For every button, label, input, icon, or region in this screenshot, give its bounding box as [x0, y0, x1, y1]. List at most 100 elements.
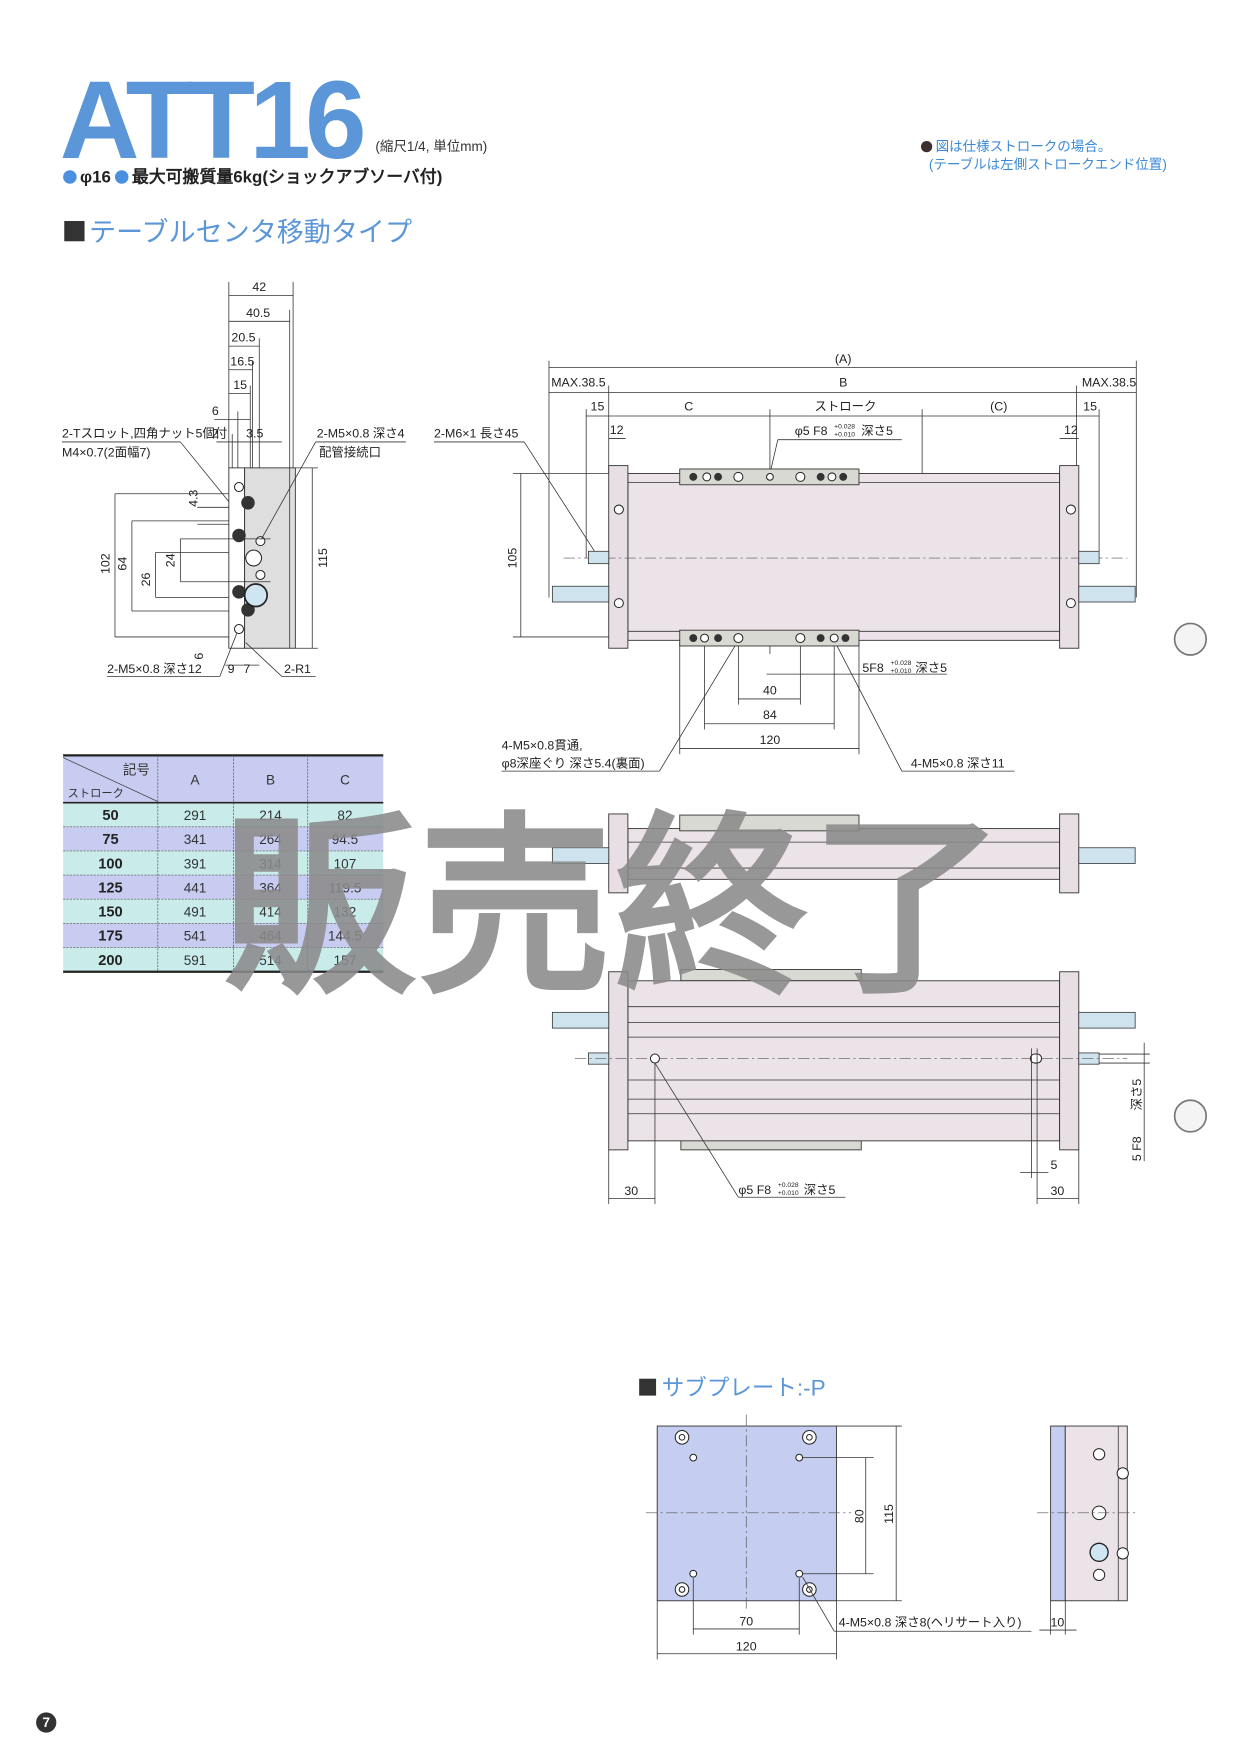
dim-84: 84 [763, 708, 777, 722]
table-corner-stroke: ストローク [68, 787, 124, 800]
dim-6: 6 [212, 404, 219, 418]
dim-9: 9 [228, 662, 235, 676]
dim-3-5: 3.5 [246, 426, 263, 440]
table-cell-c: 94.5 [332, 832, 358, 847]
table-cell-c: 82 [337, 808, 352, 823]
table-row-background [63, 826, 384, 851]
table-header-A: A [191, 773, 200, 788]
bottom-view-drawing: 30 φ5 F8 +0.028 +0.010 深さ5 5 30 5 F8 深さ5 [551, 969, 1150, 1204]
pin-tol-upper: +0.028 [778, 1182, 799, 1189]
dim-max-left: MAX.38.5 [551, 376, 606, 390]
dim-5: 5 [1051, 1158, 1058, 1172]
tolerance-lower: +0.010 [834, 431, 855, 438]
table-corner-symbol: 記号 [123, 761, 150, 777]
table-cell-c: 132 [334, 905, 357, 920]
dim-40: 40 [763, 683, 777, 697]
page-number: 7 [42, 1715, 50, 1730]
radius-label: 2-R1 [284, 662, 311, 676]
bullet-icon [920, 140, 933, 153]
dim-115: 115 [882, 1504, 896, 1524]
table-cell-stroke: 200 [98, 953, 122, 969]
bore-size: φ16 [80, 168, 111, 187]
subplate-tap-label: 4-M5×0.8 深さ8(ヘリサート入り) [839, 1616, 1022, 1630]
note-line-1: 図は仕様ストロークの場合。 [936, 139, 1112, 154]
table-cell-b: 364 [259, 881, 282, 896]
table-cell-b: 264 [259, 832, 282, 847]
dim-C: C [684, 399, 693, 413]
dim-15: 15 [233, 378, 247, 392]
dim-30-right: 30 [1050, 1184, 1064, 1198]
dim-64: 64 [115, 557, 129, 571]
heading-square-icon [639, 1378, 657, 1396]
slot-vertical-depth: 深さ5 [1130, 1079, 1144, 1111]
slot-depth-label: 深さ5 [915, 661, 947, 675]
table-cell-b: 464 [259, 929, 282, 944]
dim-2: 2 [212, 426, 219, 440]
dim-bottom-6: 6 [192, 653, 206, 660]
payload: 最大可搬質量6kg(ショックアブソーバ付) [132, 167, 442, 187]
pin-depth-label: 深さ5 [861, 424, 893, 438]
dim-42: 42 [252, 280, 266, 294]
subplate-drawing: 80 115 70 120 4-M5×0.8 深さ8(ヘリサート入り) 10 [645, 1414, 1139, 1660]
table-cell-a: 591 [184, 953, 207, 968]
top-view-drawing: (A) MAX.38.5 B MAX.38.5 15 C ストローク (C) 1… [434, 352, 1137, 772]
dim-30-left: 30 [624, 1184, 638, 1198]
table-cell-a: 341 [184, 832, 207, 847]
table-row: 175 541 464 144.5 [63, 922, 384, 948]
dim-15-left: 15 [591, 399, 605, 413]
subplate-title: サブプレート:-P [662, 1376, 826, 1401]
table-cell-c: 144.5 [328, 929, 362, 944]
bullet-icon [114, 170, 129, 184]
scale-note: (縮尺1/4, 単位mm) [375, 139, 487, 154]
pin-hole-label: φ5 F8 [795, 424, 828, 438]
port-label-1: 2-M5×0.8 深さ4 [317, 426, 405, 440]
dim-stroke: ストローク [814, 399, 876, 413]
table-cell-stroke: 100 [98, 856, 122, 872]
punch-hole-icon [1173, 622, 1208, 656]
bottom-tap-label: 2-M5×0.8 深さ12 [107, 662, 202, 676]
dim-12-left: 12 [610, 423, 624, 437]
dim-7: 7 [243, 662, 250, 676]
table-header-C: C [340, 773, 350, 788]
dim-24: 24 [164, 553, 178, 567]
discontinued-watermark: 販売終了 [222, 800, 1007, 1017]
table-cell-b: 314 [259, 856, 282, 871]
port-label-2: 配管接続口 [319, 445, 381, 460]
tslot-label-2: M4×0.7(2面幅7) [62, 445, 150, 460]
slot-vertical-label: 5 F8 [1130, 1136, 1144, 1161]
table-row-background [63, 899, 384, 924]
section-title: テーブルセンタ移動タイプ [89, 217, 412, 247]
dim-15-right: 15 [1083, 399, 1097, 413]
table-cell-stroke: 50 [102, 808, 118, 824]
dim-26: 26 [139, 572, 153, 586]
side-view-drawing: 42 40.5 20.5 16.5 15 6 2 3.5 102 64 26 2… [61, 280, 406, 677]
dim-40-5: 40.5 [246, 306, 270, 320]
dim-B: B [839, 376, 847, 390]
table-header-B: B [266, 773, 275, 788]
pin-tol-lower: +0.010 [778, 1190, 799, 1197]
table-cell-a: 491 [184, 905, 207, 920]
table-cell-b: 514 [259, 953, 282, 968]
dim-12-right: 12 [1064, 423, 1078, 437]
pin-depth-bottom: 深さ5 [804, 1183, 836, 1197]
table-row-background [63, 802, 384, 827]
table-cell-a: 541 [184, 929, 207, 944]
dim-max-right: MAX.38.5 [1082, 376, 1137, 390]
through-label-1: 4-M5×0.8貫通, [502, 739, 583, 753]
table-cell-c: 119.5 [329, 881, 362, 896]
table-cell-stroke: 175 [98, 929, 122, 945]
dim-20-5: 20.5 [231, 331, 255, 345]
table-row-background [63, 923, 384, 948]
bullet-icon [63, 170, 77, 184]
tslot-label-1: 2-Tスロット,四角ナット5個付 [62, 426, 227, 440]
slot-tolerance-lower: +0.010 [891, 668, 912, 675]
heading-square-icon [64, 220, 85, 242]
dim-4-3: 4.3 [186, 490, 200, 507]
table-cell-b: 214 [259, 808, 282, 823]
